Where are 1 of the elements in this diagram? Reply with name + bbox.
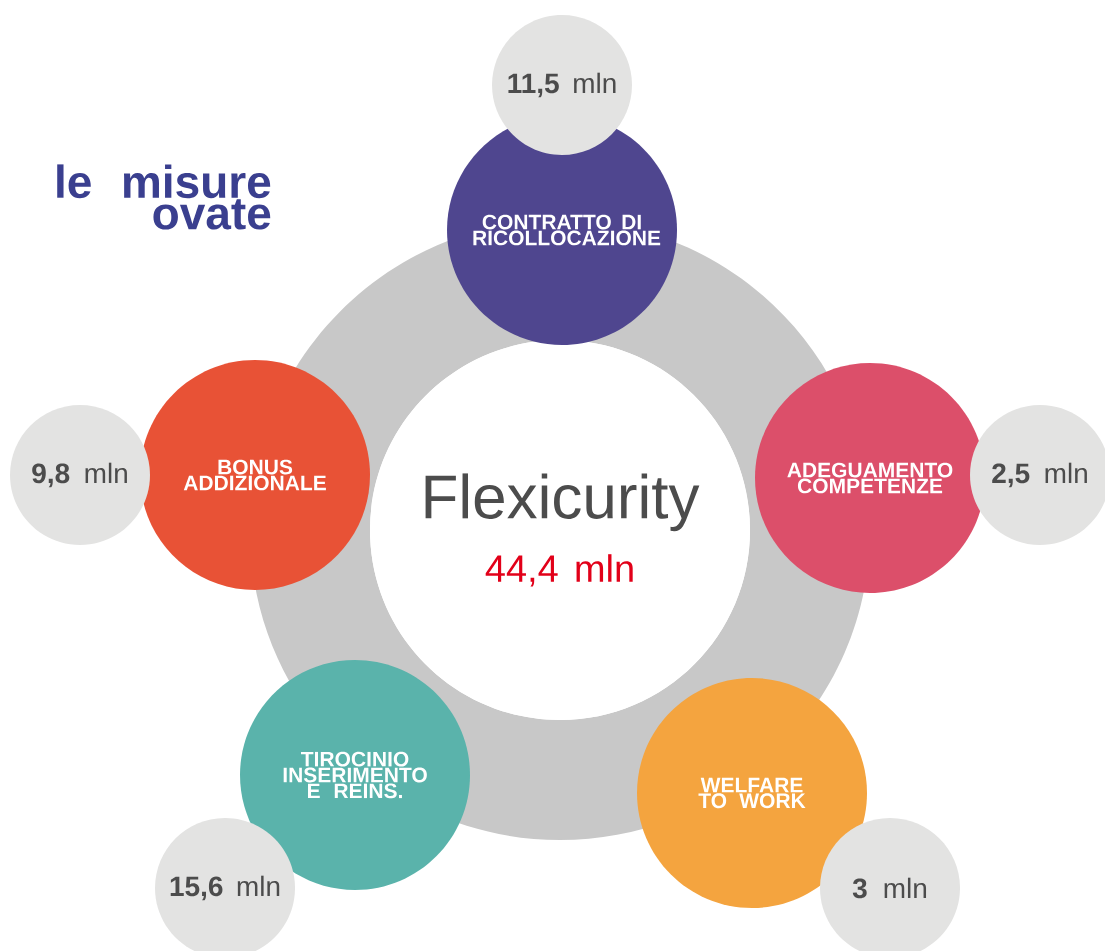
title: le misure ovate — [57, 164, 271, 230]
